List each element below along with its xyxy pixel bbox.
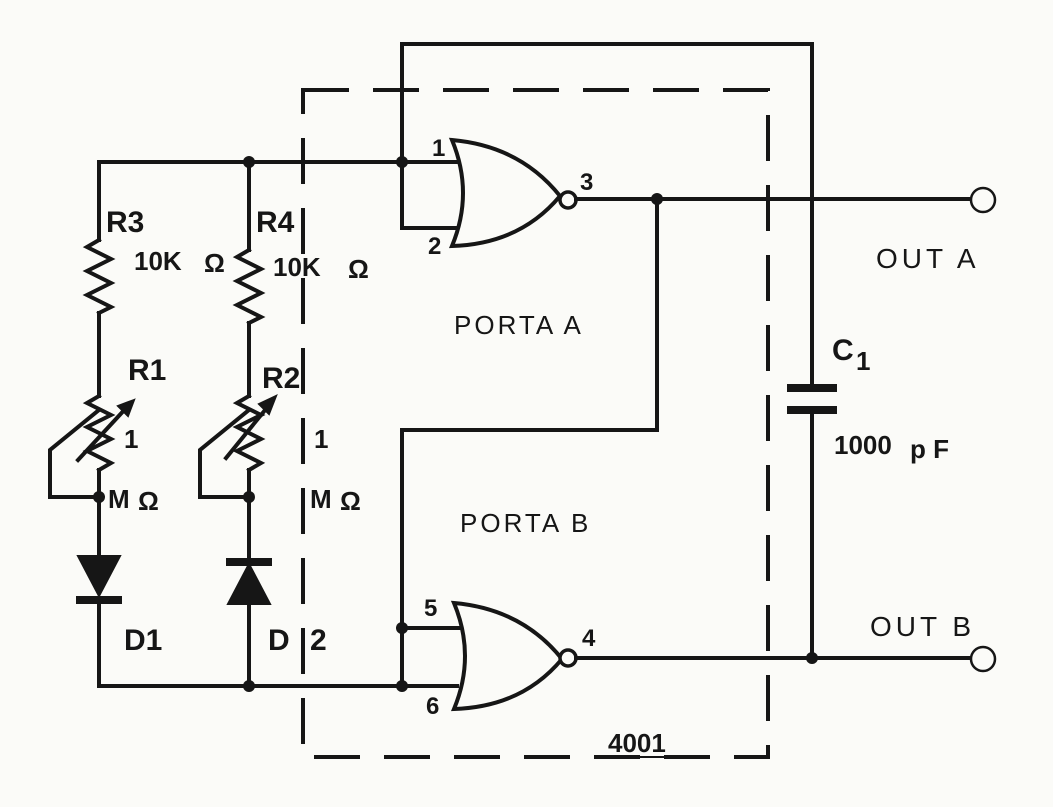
resistor-r3 bbox=[82, 237, 116, 316]
nor-gate-b bbox=[450, 600, 565, 712]
pin-label-4: 4 bbox=[582, 625, 596, 652]
junction-dot bbox=[396, 156, 408, 168]
pin-label-2: 2 bbox=[428, 233, 441, 260]
gate-b-label: PORTA B bbox=[460, 508, 591, 538]
resistor-r4 bbox=[232, 247, 266, 326]
label-c1: C bbox=[832, 334, 854, 367]
label-d2-suffix: 2 bbox=[310, 624, 327, 657]
junction-dot bbox=[396, 680, 408, 692]
resistor-r2 bbox=[232, 393, 266, 473]
diode-d2 bbox=[226, 561, 272, 605]
pin-label-1: 1 bbox=[432, 135, 445, 162]
junction-dot bbox=[243, 680, 255, 692]
pin-label-5: 5 bbox=[424, 595, 437, 622]
label-r1-ohm: Ω bbox=[138, 486, 159, 516]
wire-gate-a-input2 bbox=[400, 160, 460, 230]
nor-gate-a bbox=[448, 137, 563, 249]
out-b-terminal[interactable] bbox=[969, 645, 997, 673]
wire-feedback-top bbox=[400, 42, 814, 387]
label-d1: D1 bbox=[124, 624, 162, 657]
chip-label: 4001 bbox=[608, 728, 666, 758]
label-r1-unit: M bbox=[108, 484, 130, 514]
label-r2-value: 1 bbox=[314, 424, 328, 454]
label-out-a: OUT A bbox=[876, 243, 980, 274]
label-r4: R4 bbox=[256, 206, 295, 239]
r1-variable-arrow bbox=[75, 403, 131, 463]
junction-dot bbox=[651, 193, 663, 205]
label-r2-unit: M bbox=[310, 484, 332, 514]
label-r3-value: 10K bbox=[134, 246, 182, 276]
junction-dot bbox=[93, 491, 105, 503]
label-c1-value: 1000 bbox=[834, 430, 892, 460]
label-d2: D bbox=[268, 624, 290, 657]
ic-4001-outline bbox=[301, 88, 770, 759]
diode-d1 bbox=[76, 555, 122, 599]
gate-b-output-bubble bbox=[558, 648, 578, 668]
label-c1-sub: 1 bbox=[856, 346, 870, 376]
label-out-b: OUT B bbox=[870, 611, 975, 642]
pin-label-6: 6 bbox=[426, 693, 439, 720]
label-r2: R2 bbox=[262, 362, 300, 395]
r1-arrow-head bbox=[116, 398, 136, 418]
r1-wiper-wire bbox=[48, 407, 102, 499]
label-r1: R1 bbox=[128, 354, 166, 387]
label-r3-unit: Ω bbox=[204, 248, 225, 278]
r2-wiper-wire bbox=[198, 407, 252, 499]
label-r4-value: 10K bbox=[273, 252, 321, 282]
resistor-r1 bbox=[82, 393, 116, 473]
junction-dot bbox=[396, 622, 408, 634]
junction-dot bbox=[806, 652, 818, 664]
label-r4-unit: Ω bbox=[348, 254, 369, 284]
junction-dot bbox=[243, 156, 255, 168]
pin-label-3: 3 bbox=[580, 169, 593, 196]
label-c1-unit: p F bbox=[910, 434, 949, 464]
r2-variable-arrow bbox=[223, 401, 273, 461]
r2-arrow-head bbox=[257, 394, 278, 416]
junction-dot bbox=[243, 491, 255, 503]
label-r3: R3 bbox=[106, 206, 144, 239]
wire-a-to-b bbox=[400, 197, 659, 688]
label-r2-ohm: Ω bbox=[340, 486, 361, 516]
out-a-terminal[interactable] bbox=[969, 186, 997, 214]
gate-a-label: PORTA A bbox=[454, 310, 584, 340]
label-r1-value: 1 bbox=[124, 424, 138, 454]
gate-a-output-bubble bbox=[558, 190, 578, 210]
